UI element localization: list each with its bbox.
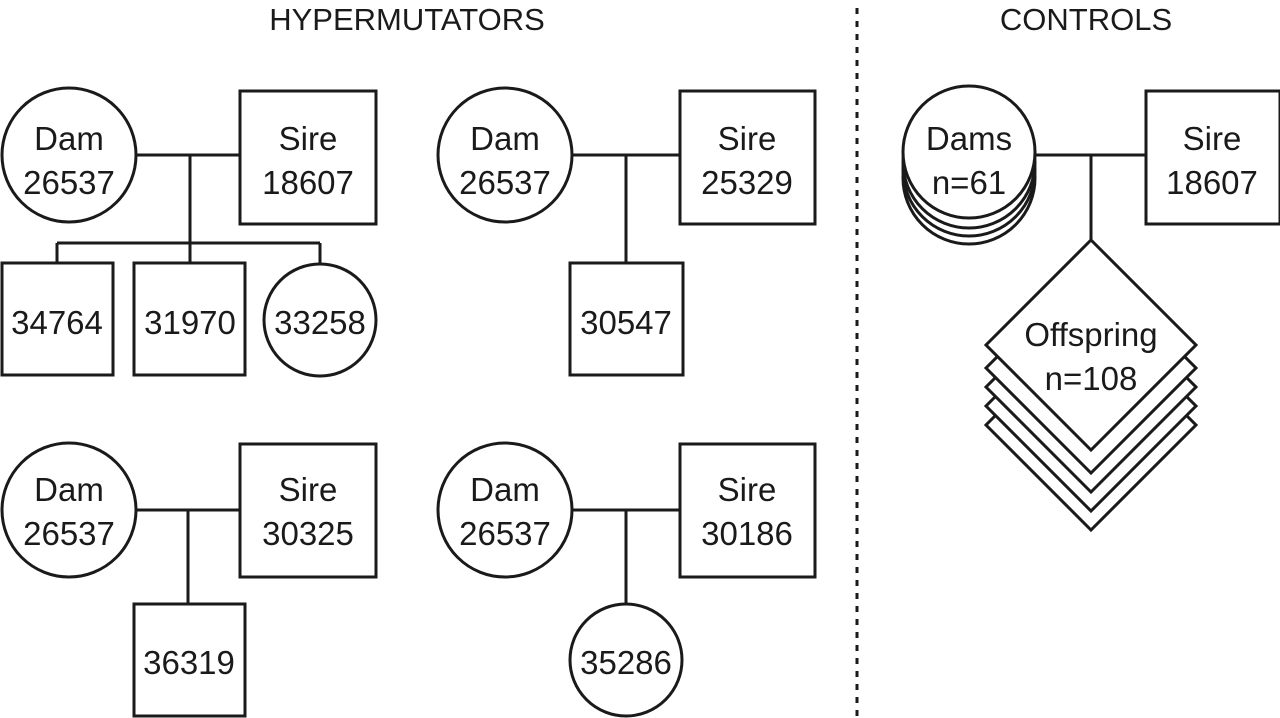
dams-count: n=61 — [932, 164, 1006, 201]
offspring-id: 33258 — [274, 304, 366, 341]
offspring-id: 34764 — [11, 304, 103, 341]
controls-family: Dams n=61 Sire 18607 Offspring n=108 — [901, 84, 1280, 533]
sire-id: 25329 — [701, 164, 793, 201]
sire-role: Sire — [279, 120, 338, 157]
offspring-count: n=108 — [1045, 360, 1138, 397]
offspring-male-node: 36319 — [132, 602, 247, 718]
offspring-female-node: 33258 — [262, 262, 378, 378]
offspring-role: Offspring — [1024, 316, 1157, 353]
sire-id: 18607 — [262, 164, 354, 201]
dams-stack-node: Dams n=61 — [901, 84, 1037, 246]
offspring-male-node: 34764 — [0, 261, 115, 377]
offspring-male-node: 31970 — [132, 261, 247, 377]
dam-role: Dam — [470, 471, 540, 508]
dam-role: Dam — [470, 120, 540, 157]
sire-role: Sire — [279, 471, 338, 508]
sire-role: Sire — [718, 471, 777, 508]
dam-node: Dam 26537 — [0, 441, 138, 579]
dam-role: Dam — [34, 120, 104, 157]
family-3: Dam 26537 Sire 30325 36319 — [0, 441, 378, 718]
sire-node: Sire 18607 — [1144, 89, 1280, 226]
sire-node: Sire 30325 — [238, 442, 378, 579]
dam-id: 26537 — [23, 164, 115, 201]
dam-node: Dam 26537 — [436, 86, 574, 224]
offspring-female-node: 35286 — [568, 602, 684, 718]
sire-role: Sire — [1183, 120, 1242, 157]
dam-id: 26537 — [459, 515, 551, 552]
family-2: Dam 26537 Sire 25329 30547 — [436, 86, 817, 377]
controls-header: CONTROLS — [1000, 2, 1172, 37]
sire-node: Sire 30186 — [678, 442, 817, 579]
offspring-stack-node: Offspring n=108 — [983, 237, 1199, 533]
hypermutators-header: HYPERMUTATORS — [269, 2, 545, 37]
dams-role: Dams — [926, 120, 1012, 157]
dam-role: Dam — [34, 471, 104, 508]
sire-node: Sire 25329 — [678, 89, 817, 226]
offspring-male-node: 30547 — [568, 261, 685, 377]
family-4: Dam 26537 Sire 30186 35286 — [436, 441, 817, 718]
offspring-id: 35286 — [580, 644, 672, 681]
sire-id: 30186 — [701, 515, 793, 552]
offspring-id: 30547 — [580, 304, 672, 341]
offspring-id: 36319 — [143, 644, 235, 681]
dam-id: 26537 — [23, 515, 115, 552]
dam-id: 26537 — [459, 164, 551, 201]
offspring-id: 31970 — [144, 304, 236, 341]
dam-node: Dam 26537 — [436, 441, 574, 579]
family-1: Dam 26537 Sire 18607 34764 31970 33258 — [0, 86, 378, 378]
sire-id: 30325 — [262, 515, 354, 552]
sire-id: 18607 — [1166, 164, 1258, 201]
sire-role: Sire — [718, 120, 777, 157]
sire-node: Sire 18607 — [238, 89, 378, 226]
dam-node: Dam 26537 — [0, 86, 138, 224]
